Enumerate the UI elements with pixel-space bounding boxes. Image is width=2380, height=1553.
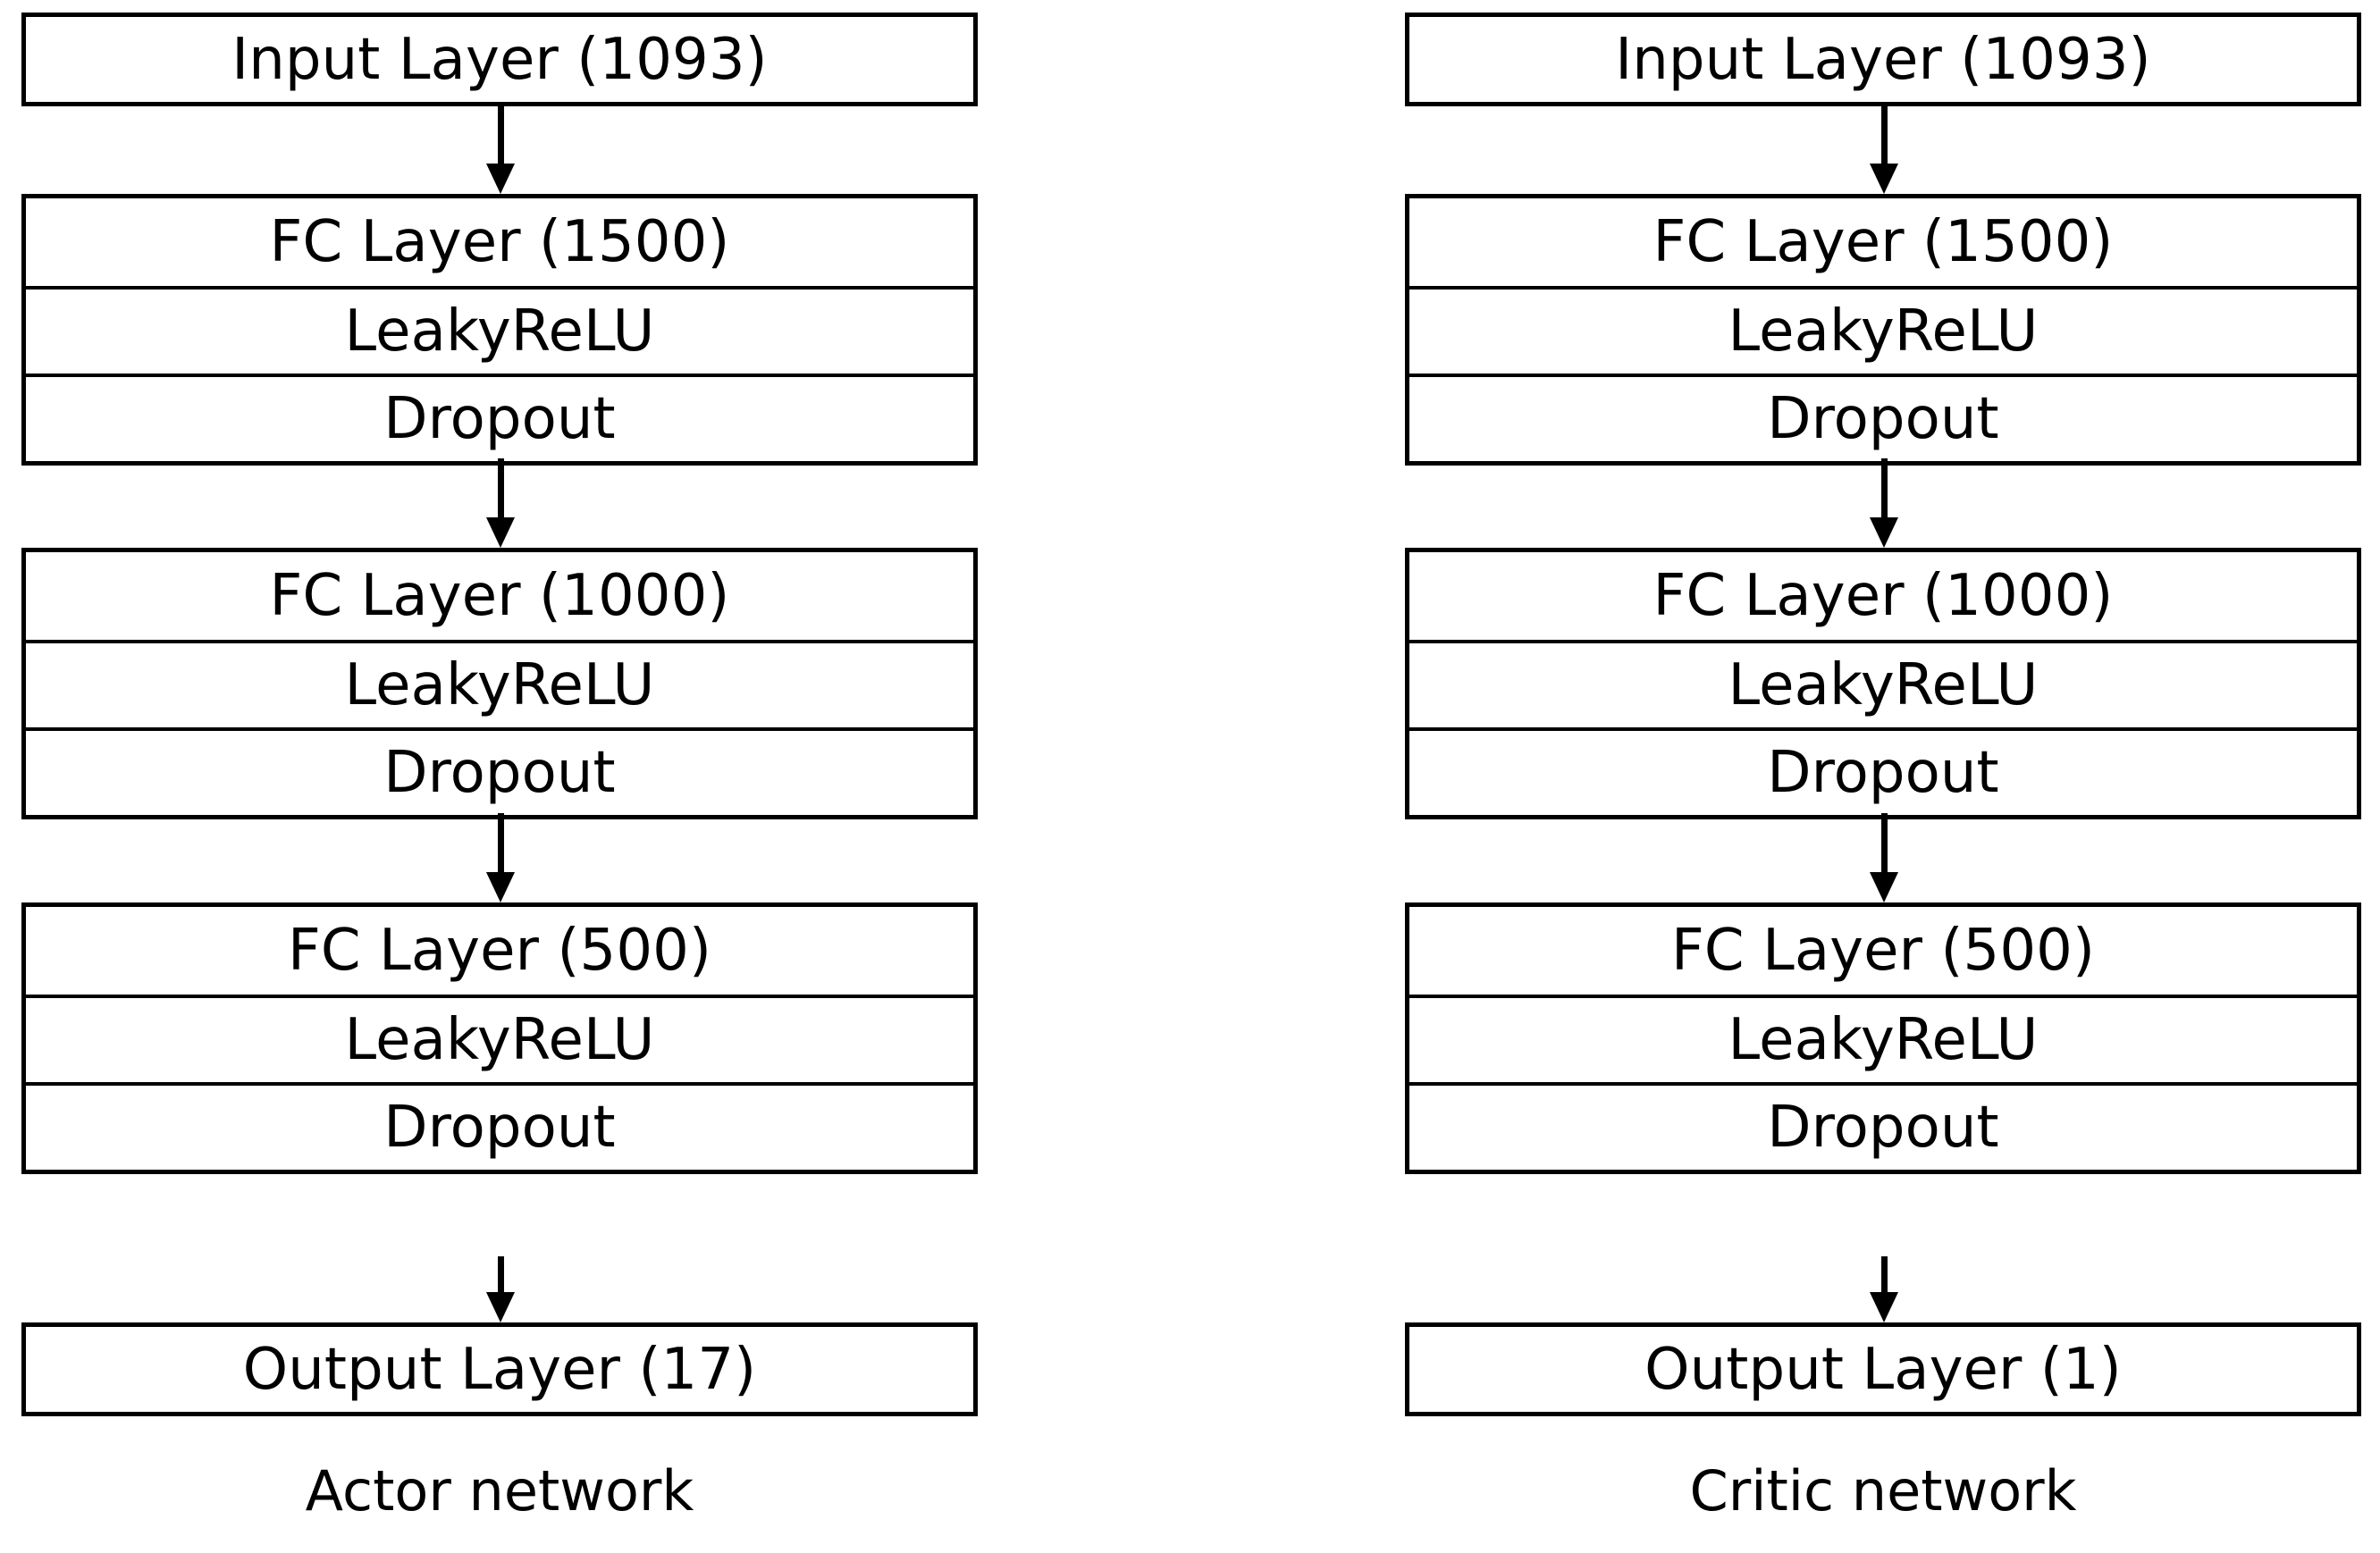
down-arrow-icon (498, 813, 504, 874)
critic-fc-layer-1000-label: FC Layer (1000) (1653, 563, 2114, 629)
down-arrow-head-icon (486, 517, 515, 548)
actor-hidden-block-2: FC Layer (1000) LeakyReLU Dropout (21, 548, 978, 819)
critic-leakyrelu-2-row: LeakyReLU (1409, 640, 2357, 727)
actor-dropout-1-label: Dropout (383, 386, 616, 452)
actor-leakyrelu-3-row: LeakyReLU (26, 995, 973, 1082)
critic-arrow-hidden1-to-hidden2 (1870, 458, 1898, 548)
critic-network-caption: Critic network (1689, 1458, 2077, 1524)
critic-input-layer-label: Input Layer (1093) (1615, 26, 2151, 93)
actor-input-layer-row: Input Layer (1093) (26, 17, 973, 102)
actor-leakyrelu-2-label: LeakyReLU (344, 652, 655, 718)
down-arrow-icon (498, 458, 504, 519)
critic-dropout-3-label: Dropout (1767, 1095, 1999, 1161)
critic-arrow-input-to-hidden1 (1870, 106, 1898, 194)
actor-arrow-hidden3-to-output (486, 1256, 515, 1322)
down-arrow-icon (1881, 458, 1888, 519)
critic-output-layer-label: Output Layer (1) (1644, 1336, 2122, 1403)
actor-output-layer-row: Output Layer (17) (26, 1327, 973, 1412)
critic-output-layer-row: Output Layer (1) (1409, 1327, 2357, 1412)
down-arrow-icon (498, 1256, 504, 1294)
critic-output-layer-box: Output Layer (1) (1405, 1322, 2361, 1416)
actor-dropout-3-row: Dropout (26, 1082, 973, 1170)
critic-dropout-3-row: Dropout (1409, 1082, 2357, 1170)
critic-fc-layer-1500-row: FC Layer (1500) (1409, 198, 2357, 286)
critic-leakyrelu-3-row: LeakyReLU (1409, 995, 2357, 1082)
down-arrow-head-icon (1870, 1292, 1898, 1322)
actor-dropout-3-label: Dropout (383, 1095, 616, 1161)
actor-fc-layer-1500-label: FC Layer (1500) (269, 209, 730, 275)
critic-leakyrelu-1-row: LeakyReLU (1409, 286, 2357, 374)
actor-leakyrelu-2-row: LeakyReLU (26, 640, 973, 727)
down-arrow-icon (498, 106, 504, 165)
critic-dropout-1-row: Dropout (1409, 374, 2357, 461)
actor-hidden-block-3: FC Layer (500) LeakyReLU Dropout (21, 902, 978, 1174)
critic-arrow-hidden2-to-hidden3 (1870, 813, 1898, 902)
actor-output-layer-box: Output Layer (17) (21, 1322, 978, 1416)
actor-output-layer-label: Output Layer (17) (242, 1336, 757, 1403)
down-arrow-head-icon (486, 872, 515, 902)
critic-hidden-block-3: FC Layer (500) LeakyReLU Dropout (1405, 902, 2361, 1174)
actor-leakyrelu-1-row: LeakyReLU (26, 286, 973, 374)
critic-hidden-block-2: FC Layer (1000) LeakyReLU Dropout (1405, 548, 2361, 819)
actor-fc-layer-500-label: FC Layer (500) (287, 918, 712, 984)
down-arrow-icon (1881, 813, 1888, 874)
down-arrow-head-icon (486, 164, 515, 194)
actor-arrow-hidden2-to-hidden3 (486, 813, 515, 902)
actor-leakyrelu-3-label: LeakyReLU (344, 1007, 655, 1073)
critic-input-layer-row: Input Layer (1093) (1409, 17, 2357, 102)
critic-leakyrelu-2-label: LeakyReLU (1728, 652, 2039, 718)
critic-input-layer-box: Input Layer (1093) (1405, 13, 2361, 106)
actor-network-caption: Actor network (305, 1458, 694, 1524)
actor-arrow-input-to-hidden1 (486, 106, 515, 194)
actor-fc-layer-1000-label: FC Layer (1000) (269, 563, 730, 629)
critic-fc-layer-500-row: FC Layer (500) (1409, 907, 2357, 995)
down-arrow-head-icon (486, 1292, 515, 1322)
critic-network-column: Input Layer (1093) FC Layer (1500) Leaky… (1405, 0, 2361, 1553)
actor-dropout-2-row: Dropout (26, 727, 973, 815)
actor-network-column: Input Layer (1093) FC Layer (1500) Leaky… (21, 0, 978, 1553)
down-arrow-icon (1881, 1256, 1888, 1294)
down-arrow-icon (1881, 106, 1888, 165)
critic-dropout-1-label: Dropout (1767, 386, 1999, 452)
actor-fc-layer-1500-row: FC Layer (1500) (26, 198, 973, 286)
critic-hidden-block-1: FC Layer (1500) LeakyReLU Dropout (1405, 194, 2361, 466)
actor-arrow-hidden1-to-hidden2 (486, 458, 515, 548)
down-arrow-head-icon (1870, 164, 1898, 194)
critic-arrow-hidden3-to-output (1870, 1256, 1898, 1322)
critic-dropout-2-label: Dropout (1767, 740, 1999, 806)
critic-leakyrelu-1-label: LeakyReLU (1728, 298, 2039, 365)
actor-input-layer-box: Input Layer (1093) (21, 13, 978, 106)
critic-fc-layer-1000-row: FC Layer (1000) (1409, 552, 2357, 640)
critic-fc-layer-1500-label: FC Layer (1500) (1653, 209, 2114, 275)
down-arrow-head-icon (1870, 517, 1898, 548)
actor-dropout-1-row: Dropout (26, 374, 973, 461)
actor-hidden-block-1: FC Layer (1500) LeakyReLU Dropout (21, 194, 978, 466)
actor-dropout-2-label: Dropout (383, 740, 616, 806)
critic-leakyrelu-3-label: LeakyReLU (1728, 1007, 2039, 1073)
actor-fc-layer-1000-row: FC Layer (1000) (26, 552, 973, 640)
actor-leakyrelu-1-label: LeakyReLU (344, 298, 655, 365)
critic-dropout-2-row: Dropout (1409, 727, 2357, 815)
critic-fc-layer-500-label: FC Layer (500) (1670, 918, 2096, 984)
actor-input-layer-label: Input Layer (1093) (231, 26, 768, 93)
actor-fc-layer-500-row: FC Layer (500) (26, 907, 973, 995)
down-arrow-head-icon (1870, 872, 1898, 902)
